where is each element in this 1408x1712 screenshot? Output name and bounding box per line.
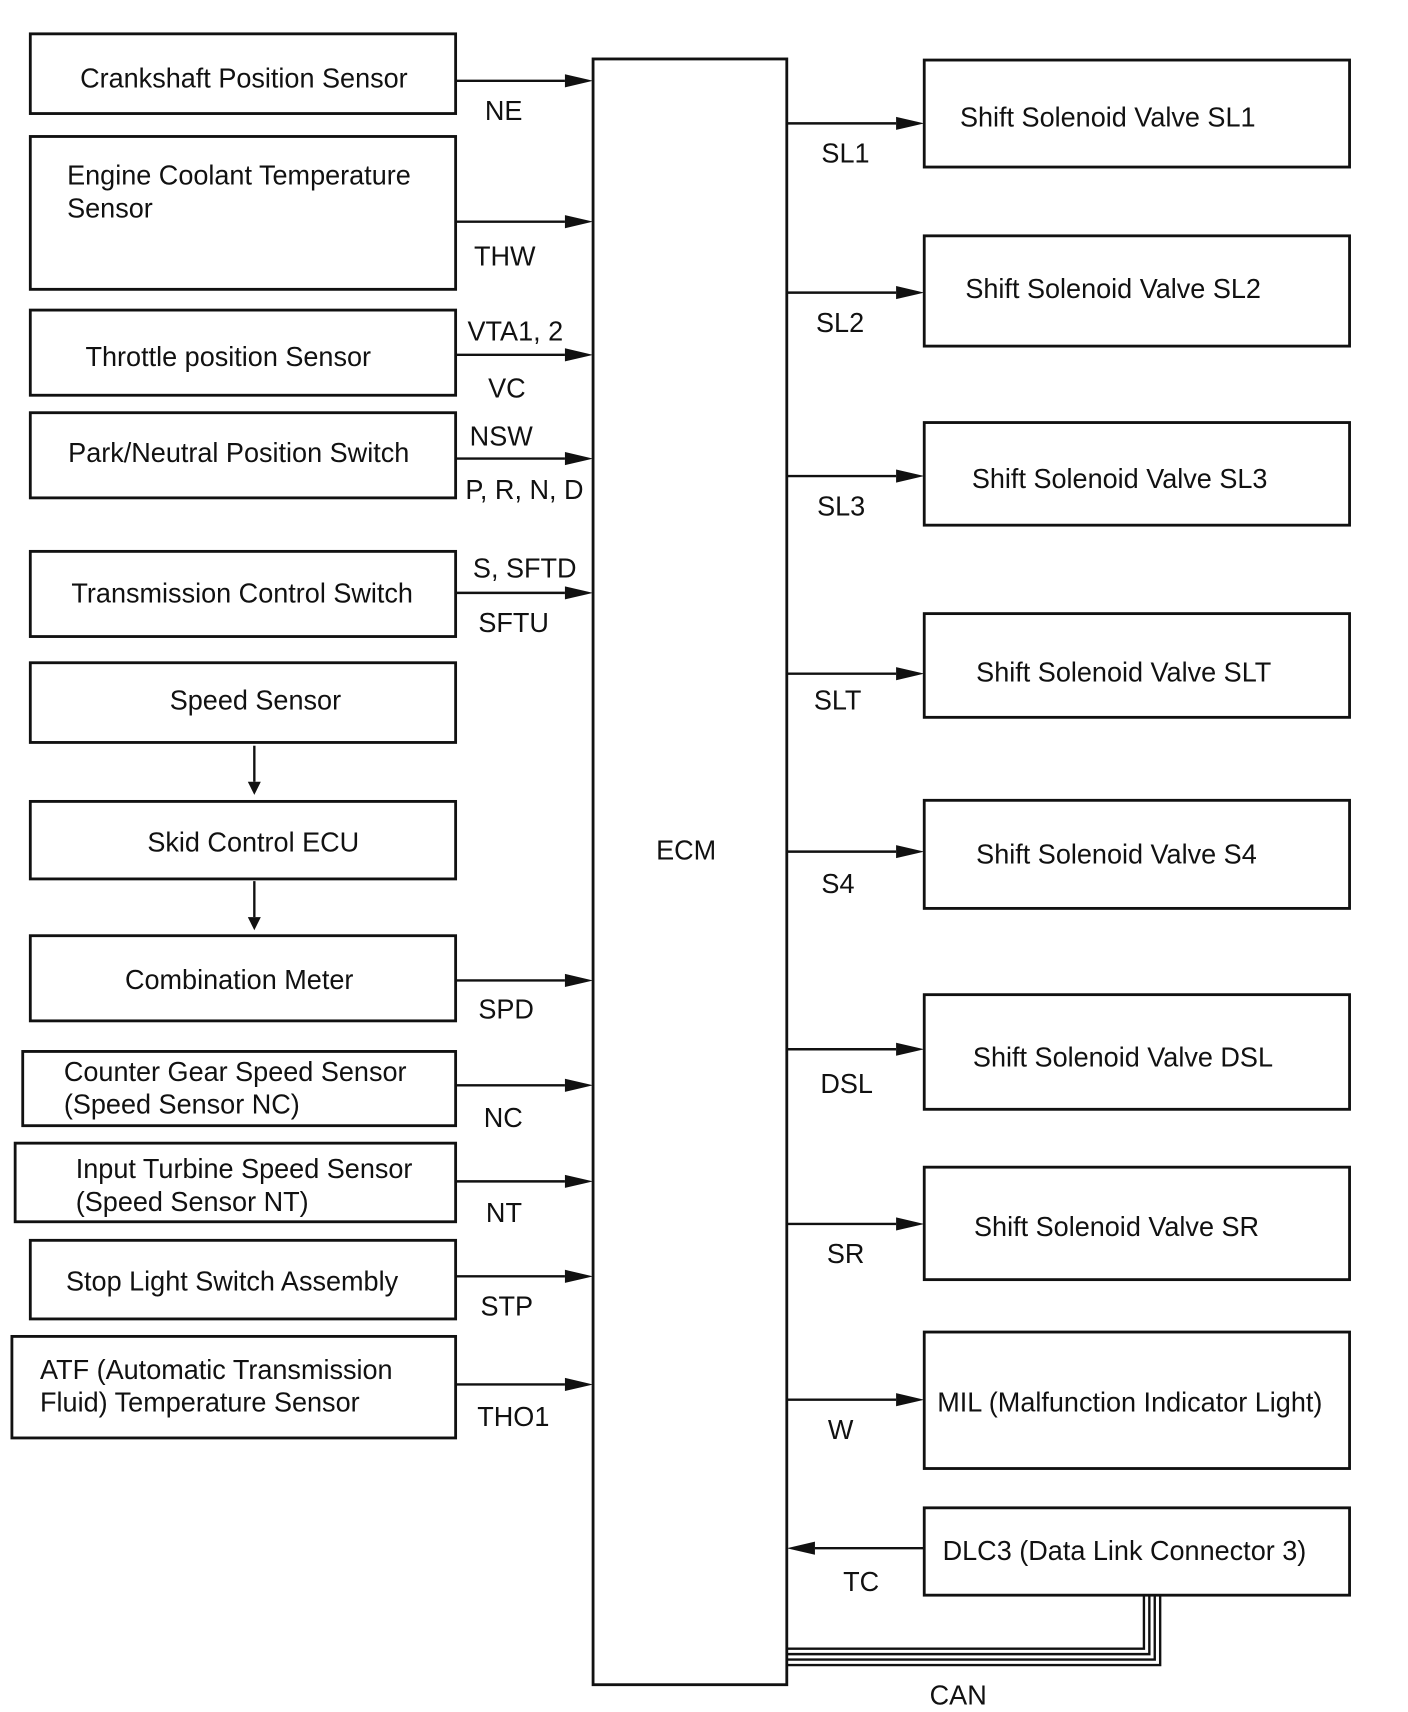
signal-label: THW	[474, 240, 536, 271]
output-label: Shift Solenoid Valve SL1	[960, 102, 1256, 133]
output-label: Shift Solenoid Valve SR	[974, 1211, 1259, 1242]
arrow-icon	[564, 586, 594, 600]
arrow-icon	[896, 286, 925, 300]
signal-label: SLT	[814, 685, 862, 716]
signal-label: SPD	[478, 994, 534, 1025]
input-throttle-position-sensor: Throttle position Sensor VTA1, 2 VC	[28, 308, 594, 403]
dlc3-connector: DLC3 (Data Link Connector 3) TC CAN	[786, 1506, 1351, 1710]
input-label: Park/Neutral Position Switch	[68, 437, 409, 468]
signal-label: SR	[827, 1238, 865, 1269]
input-speed-sensor: Speed Sensor	[28, 661, 458, 795]
arrow-icon	[896, 1217, 925, 1231]
arrow-icon	[896, 667, 925, 681]
input-stop-light-switch-assembly: Stop Light Switch Assembly STP	[28, 1238, 594, 1322]
signal-label: THO1	[477, 1401, 549, 1432]
signal-label: P, R, N, D	[465, 474, 583, 505]
signal-label: SL1	[821, 138, 869, 169]
output-shift-solenoid-valve-sl3: SL3 Shift Solenoid Valve SL3	[786, 421, 1351, 527]
input-label: Skid Control ECU	[147, 827, 359, 858]
can-bus-lines	[786, 1595, 1162, 1667]
signal-label: DSL	[820, 1068, 873, 1099]
signal-label: STP	[481, 1291, 534, 1322]
input-label: Counter Gear Speed Sensor	[64, 1056, 407, 1087]
signal-label: NT	[486, 1197, 522, 1228]
arrow-icon	[564, 973, 594, 988]
output-shift-solenoid-valve-sl2: SL2 Shift Solenoid Valve SL2	[786, 234, 1351, 348]
arrow-icon	[896, 845, 925, 859]
arrow-icon	[896, 1393, 925, 1407]
input-label: Crankshaft Position Sensor	[80, 62, 408, 93]
output-label: Shift Solenoid Valve DSL	[973, 1042, 1273, 1073]
output-label: Shift Solenoid Valve S4	[976, 839, 1257, 870]
input-label: Sensor	[67, 192, 153, 223]
input-label: Engine Coolant Temperature	[67, 159, 411, 190]
arrow-icon	[896, 116, 925, 130]
ecm-block: ECM	[591, 57, 789, 1687]
arrow-icon	[564, 452, 594, 466]
signal-label: W	[828, 1414, 854, 1445]
input-label: Combination Meter	[125, 964, 353, 995]
arrow-icon	[564, 215, 594, 229]
output-label: Shift Solenoid Valve SL2	[965, 273, 1261, 304]
output-shift-solenoid-valve-slt: SLT Shift Solenoid Valve SLT	[786, 612, 1351, 719]
input-label: Transmission Control Switch	[71, 578, 413, 609]
signal-label: NE	[485, 95, 523, 126]
input-label: ATF (Automatic Transmission	[40, 1354, 393, 1385]
input-skid-control-ecu: Skid Control ECU	[28, 799, 458, 931]
input-label: (Speed Sensor NC)	[64, 1089, 300, 1120]
signal-label: NC	[484, 1102, 523, 1133]
input-label: Speed Sensor	[170, 685, 341, 716]
signal-label: SFTU	[478, 607, 549, 638]
input-turbine-speed-sensor: Input Turbine Speed Sensor (Speed Sensor…	[13, 1141, 594, 1228]
arrow-icon	[564, 1174, 594, 1188]
output-mil: W MIL (Malfunction Indicator Light)	[786, 1330, 1351, 1470]
arrow-icon	[564, 74, 594, 88]
signal-label: NSW	[470, 420, 533, 451]
signal-label: SL2	[816, 307, 864, 338]
dlc3-label: DLC3 (Data Link Connector 3)	[943, 1535, 1307, 1566]
output-label: MIL (Malfunction Indicator Light)	[937, 1387, 1322, 1418]
signal-label: SL3	[817, 490, 865, 521]
arrow-icon	[896, 469, 925, 483]
ecm-label: ECM	[656, 834, 716, 865]
arrow-down-icon	[247, 917, 261, 931]
signal-label: S4	[821, 868, 854, 899]
input-label: Throttle position Sensor	[85, 341, 371, 372]
output-label: Shift Solenoid Valve SL3	[972, 463, 1268, 494]
input-combination-meter: Combination Meter SPD	[28, 934, 594, 1025]
input-counter-gear-speed-sensor: Counter Gear Speed Sensor (Speed Sensor …	[21, 1050, 594, 1133]
input-label: (Speed Sensor NT)	[76, 1186, 309, 1217]
output-shift-solenoid-valve-dsl: DSL Shift Solenoid Valve DSL	[786, 993, 1351, 1111]
arrow-icon	[564, 1377, 594, 1391]
output-label: Shift Solenoid Valve SLT	[976, 656, 1271, 687]
output-shift-solenoid-valve-sr: SR Shift Solenoid Valve SR	[786, 1165, 1351, 1282]
arrow-icon	[564, 1269, 594, 1283]
tc-signal-label: TC	[843, 1566, 879, 1597]
input-engine-coolant-temperature-sensor: Engine Coolant Temperature Sensor THW	[28, 135, 594, 291]
arrow-icon	[564, 348, 594, 362]
arrow-left-icon	[786, 1541, 815, 1555]
signal-label: S, SFTD	[473, 552, 577, 583]
signal-label: VTA1, 2	[468, 316, 564, 347]
output-shift-solenoid-valve-s4: S4 Shift Solenoid Valve S4	[786, 798, 1351, 910]
input-crankshaft-position-sensor: Crankshaft Position Sensor NE	[28, 32, 594, 126]
input-transmission-control-switch: Transmission Control Switch S, SFTD SFTU	[28, 549, 594, 638]
input-atf-temperature-sensor: ATF (Automatic Transmission Fluid) Tempe…	[10, 1334, 594, 1440]
input-park-neutral-position-switch: Park/Neutral Position Switch NSW P, R, N…	[28, 411, 594, 505]
arrow-down-icon	[247, 781, 261, 795]
can-bus-label: CAN	[930, 1679, 987, 1710]
output-shift-solenoid-valve-sl1: SL1 Shift Solenoid Valve SL1	[786, 58, 1351, 169]
arrow-icon	[896, 1042, 925, 1056]
arrow-icon	[564, 1078, 594, 1092]
input-label: Stop Light Switch Assembly	[66, 1265, 399, 1296]
signal-label: VC	[488, 372, 526, 403]
input-label: Fluid) Temperature Sensor	[40, 1387, 360, 1418]
input-label: Input Turbine Speed Sensor	[76, 1153, 413, 1184]
